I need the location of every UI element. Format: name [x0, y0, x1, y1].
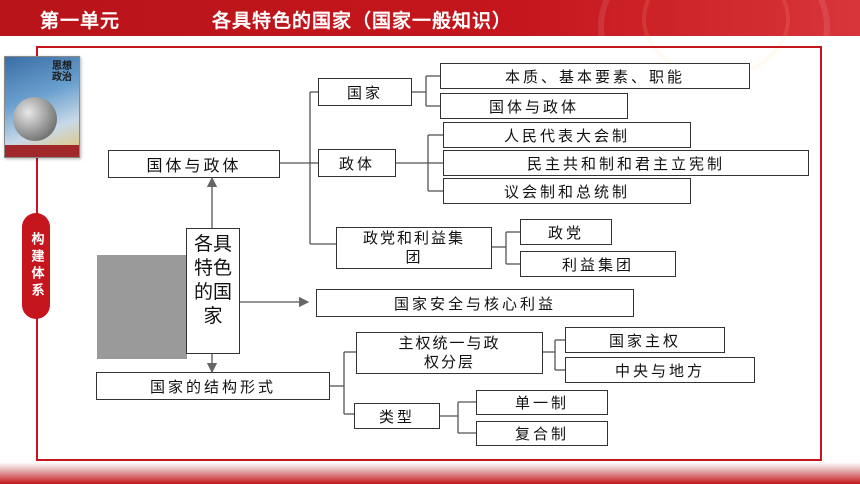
node-sovereignty: 主权统一与政权分层	[356, 332, 543, 374]
node-guojia-child: 国体与政体	[440, 93, 628, 119]
node-types-child: 复合制	[476, 421, 608, 446]
node-security: 国家安全与核心利益	[316, 289, 634, 317]
node-zhengti: 政体	[318, 149, 396, 177]
node-zhengti-child: 民主共和制和君主立宪制	[443, 150, 809, 176]
node-zhengdang-child: 利益集团	[520, 251, 676, 277]
node-zhengti-child: 人民代表大会制	[443, 122, 691, 148]
node-structure: 国家的结构形式	[96, 372, 330, 400]
center-node: 各具特色的国家	[186, 228, 240, 354]
node-sovereignty-child: 国家主权	[565, 327, 725, 353]
node-guoti-zhengti: 国体与政体	[108, 150, 280, 178]
node-guojia: 国家	[318, 78, 412, 106]
node-zhengti-child: 议会制和总统制	[443, 178, 691, 204]
node-types: 类型	[354, 403, 440, 429]
node-guojia-child: 本质、基本要素、职能	[440, 63, 750, 89]
bottom-decoration	[0, 462, 860, 484]
node-types-child: 单一制	[476, 390, 608, 415]
node-sovereignty-child: 中央与地方	[565, 357, 755, 383]
node-zhengdang: 政党和利益集团	[336, 227, 492, 269]
node-zhengdang-child: 政党	[520, 219, 612, 245]
